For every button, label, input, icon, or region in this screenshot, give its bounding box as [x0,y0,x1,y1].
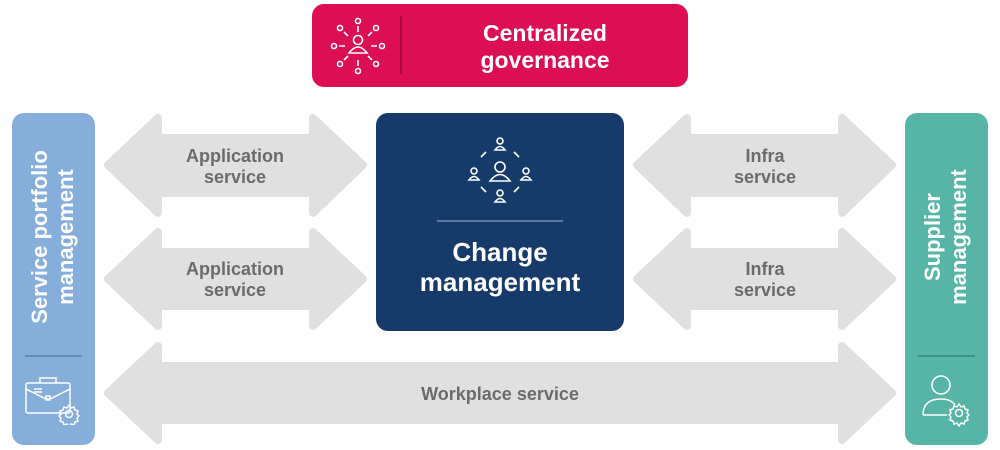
arrow-right-mid [633,228,896,330]
briefcase-gear-icon [25,377,81,425]
change-title: Change management [376,237,624,297]
governance-title: Centralized governance [412,20,678,74]
portfolio-title: Service portfolio management [27,112,79,362]
supplier-title: Supplier management [920,112,972,362]
title-line: Centralized [483,20,607,46]
label-line: service [203,167,267,187]
title-line: governance [480,47,610,73]
person-gear-icon [922,375,971,427]
arrow-left-top [104,114,367,217]
centralized-governance-box: Centralized governance [312,4,688,87]
title-line: Change [452,237,548,267]
arrow-bottom [104,342,896,444]
title-line: Service portfolio [27,150,52,324]
supplier-management-box: Supplier management [905,113,988,445]
governance-divider [400,16,402,74]
arrow-left-mid [104,228,367,330]
label-line: Infra [745,146,785,166]
label-line: Application [186,146,284,166]
title-line: management [419,267,581,297]
change-management-box: Change management [376,113,624,331]
arrow-right-top [633,114,896,217]
portfolio-divider [25,355,82,357]
label-line: service [733,167,797,187]
label-line: Infra [745,259,785,279]
label-line: service [733,280,797,300]
title-line: management [53,169,78,305]
arrow-label-workplace: Workplace service [421,384,579,404]
label-line: service [203,280,267,300]
label-line: Application [186,259,284,279]
supplier-divider [918,355,975,357]
service-portfolio-management-box: Service portfolio management [12,113,95,445]
hub-person-arrows-icon [330,17,386,75]
team-cycle-icon [467,137,533,203]
title-line: management [946,169,971,305]
title-line: Supplier [920,193,945,282]
change-divider [437,220,563,222]
